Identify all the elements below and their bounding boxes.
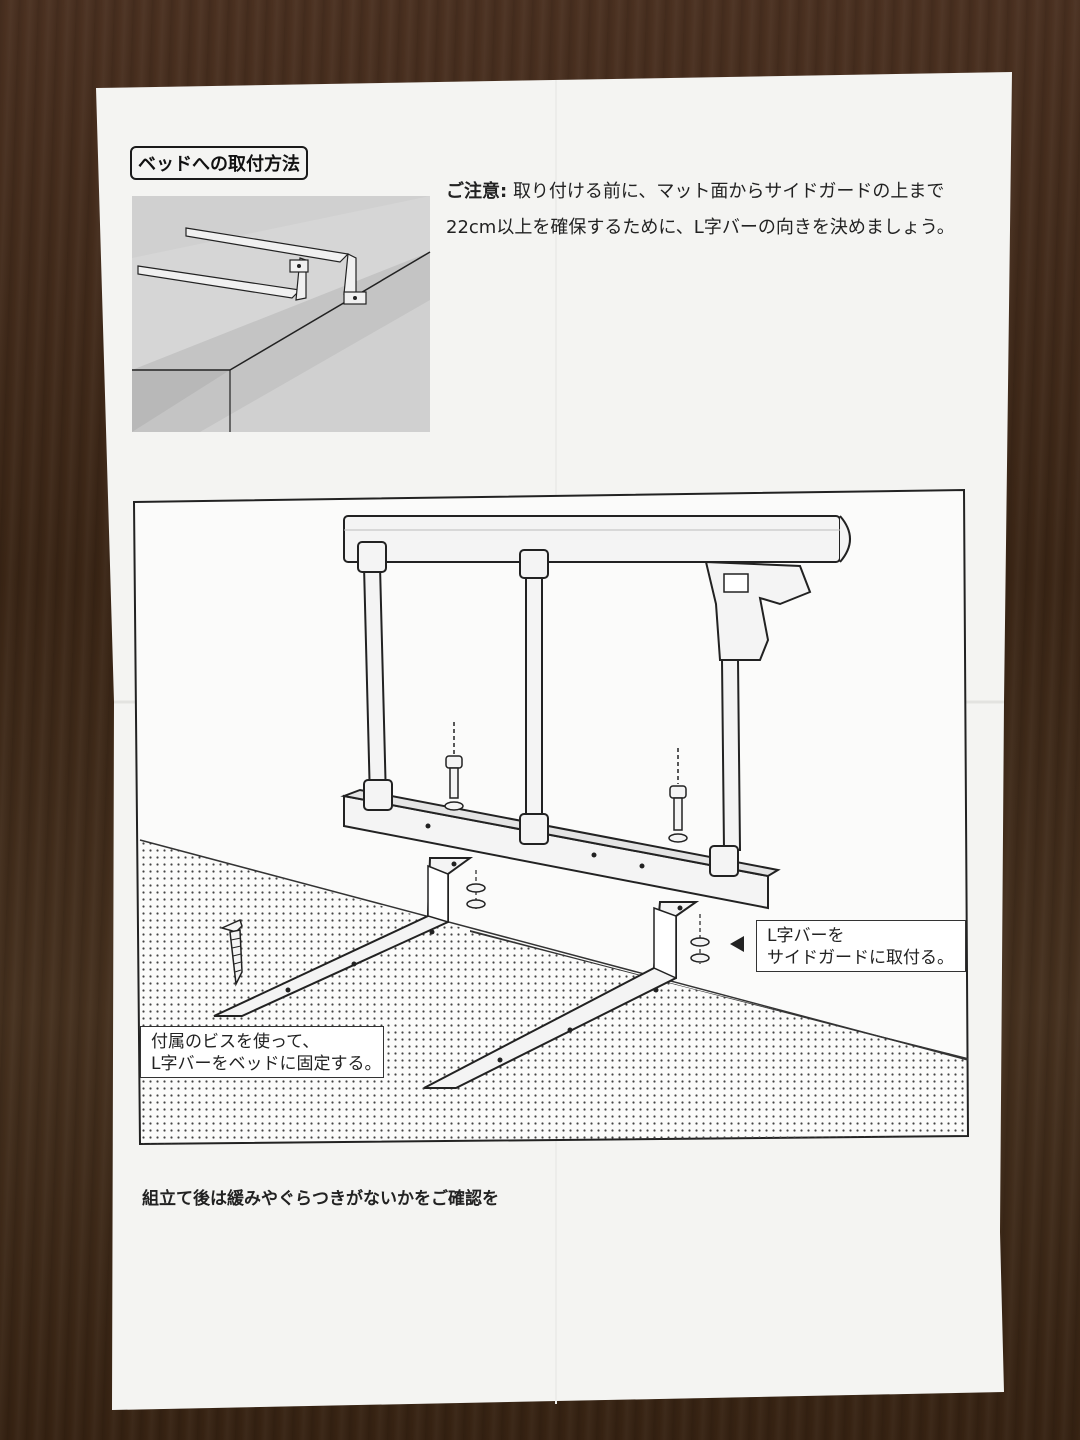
caution-line-1: ご注意: 取り付ける前に、マット面からサイドガードの上まで	[446, 174, 986, 210]
section-heading: ベッドへの取付方法	[130, 146, 308, 180]
caution-line-2: 22cm以上を確保するために、L字バーの向きを決めましょう。	[446, 217, 955, 238]
caution-notice: ご注意: 取り付ける前に、マット面からサイドガードの上まで 22cm以上を確保す…	[446, 174, 986, 246]
caution-text-1: 取り付ける前に、マット面からサイドガードの上まで	[512, 181, 945, 202]
top-bed-illustration	[132, 196, 431, 432]
footer-note: 組立て後は緩みやぐらつきがないかをご確認を	[142, 1189, 499, 1209]
callout-fix-line-1: 付属のビスを使って、	[151, 1032, 320, 1052]
callout-attach-to-guard: L字バーを サイドガードに取付る。	[756, 920, 966, 972]
caution-label: ご注意:	[446, 181, 508, 202]
callout-attach-line-2: サイドガードに取付る。	[767, 948, 954, 968]
callout-attach-line-1: L字バーを	[767, 926, 845, 946]
callout-fix-line-2: L字バーをベッドに固定する。	[151, 1054, 382, 1074]
callout-fix-to-bed: 付属のビスを使って、 L字バーをベッドに固定する。	[140, 1026, 384, 1078]
